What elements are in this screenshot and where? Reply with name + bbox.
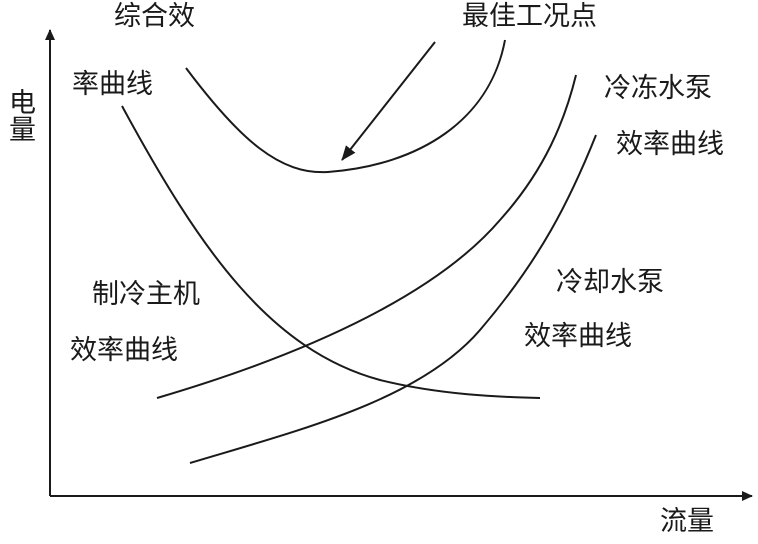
chilled-water-pump-curve [156, 74, 577, 399]
combined-efficiency-curve [185, 39, 506, 174]
combined-efficiency-label-line2: 率曲线 [72, 69, 153, 100]
optimum-point-label: 最佳工况点 [462, 1, 597, 32]
chiller-label-line1: 制冷主机 [92, 279, 200, 310]
combined-efficiency-label-line1: 综合效 [114, 1, 195, 32]
chilled-water-pump-label-line2: 效率曲线 [616, 129, 724, 160]
chiller-efficiency-curve [121, 105, 541, 399]
x-axis-label: 流量 [660, 506, 714, 537]
cooling-water-pump-label-line1: 冷却水泵 [556, 267, 664, 298]
optimum-point-arrow [341, 41, 436, 161]
cooling-water-pump-label-line2: 效率曲线 [524, 321, 632, 352]
chiller-label-line2: 效率曲线 [70, 335, 178, 366]
y-axis-label: 电量 [4, 88, 35, 142]
chilled-water-pump-label-line1: 冷冻水泵 [604, 73, 712, 104]
cooling-water-pump-curve [189, 134, 597, 464]
